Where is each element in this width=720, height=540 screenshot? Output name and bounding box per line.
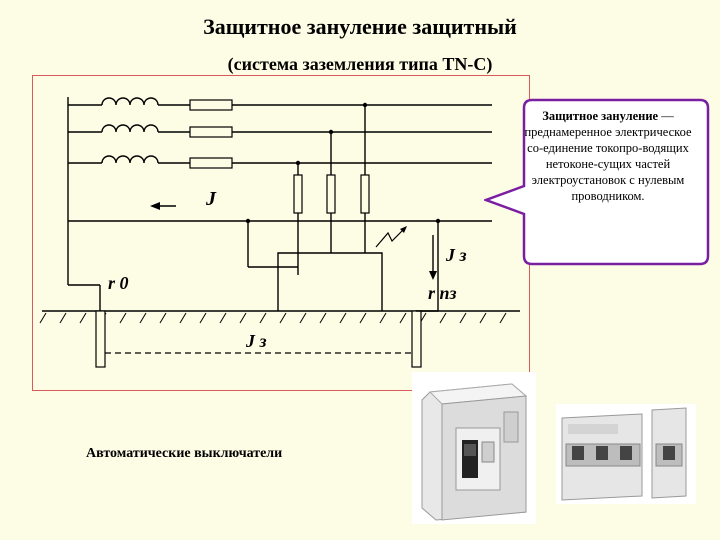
modular-breakers-photo (556, 404, 696, 504)
definition-text: Защитное зануление — преднамеренное элек… (519, 108, 697, 204)
label-ground-current: J з (245, 331, 267, 351)
definition-callout (484, 98, 710, 266)
breakers-caption: Автоматические выключатели (86, 446, 283, 461)
neutral-ground-electrode (95, 310, 106, 368)
definition-term: Защитное зануление (542, 109, 659, 123)
definition-body: — преднамеренное электрическое со-единен… (524, 109, 692, 203)
tn-c-circuit-diagram: J J з r 0 r пз J з (39, 97, 520, 368)
transformer-coil-2 (101, 124, 159, 133)
fuse-l2 (189, 126, 233, 138)
page-title: Защитное зануление защитный (203, 14, 517, 39)
page-subtitle: (система заземления типа TN-C) (227, 54, 493, 74)
fuse-l3 (189, 157, 233, 169)
label-rpz: r пз (428, 283, 457, 303)
label-current-j: J (205, 188, 217, 210)
equipment-enclosure (277, 252, 383, 311)
label-r0: r 0 (108, 273, 129, 293)
fuse-equipment-1 (293, 174, 303, 214)
label-fault-current: J з (445, 245, 467, 265)
transformer-coil-1 (101, 97, 159, 106)
fuse-equipment-2 (326, 174, 336, 214)
fuse-l1 (189, 99, 233, 111)
ground-hatching (39, 312, 507, 324)
fault-spark (375, 226, 407, 248)
transformer-coil-3 (101, 155, 159, 164)
molded-case-breaker-photo (412, 372, 536, 524)
fuse-equipment-3 (360, 174, 370, 214)
pe-ground-electrode (411, 310, 422, 368)
